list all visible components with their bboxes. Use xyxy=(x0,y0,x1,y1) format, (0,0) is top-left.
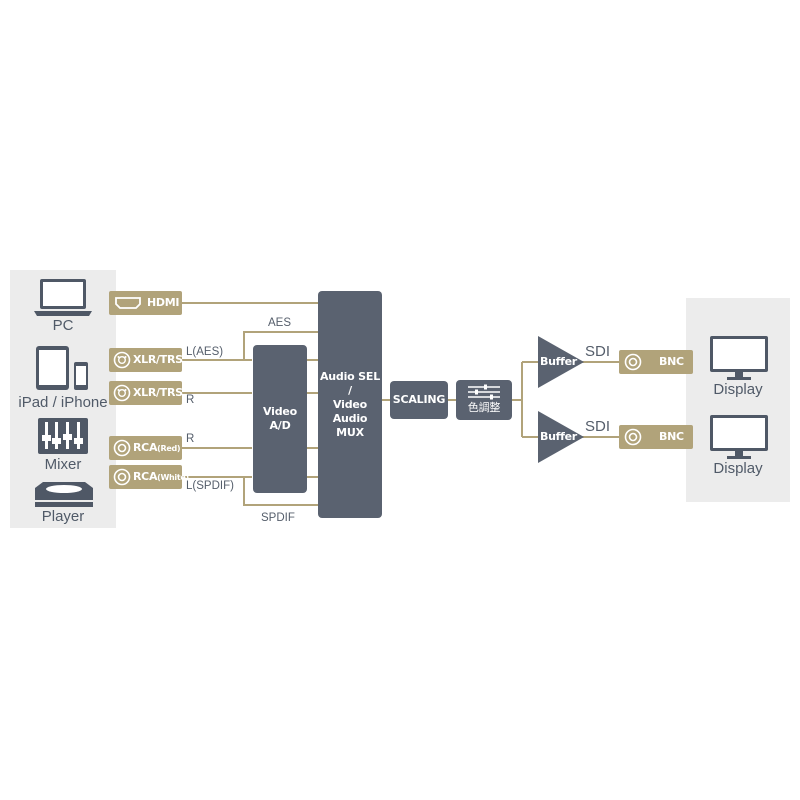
bnc-connector-1: BNC xyxy=(619,350,693,374)
disc-player-icon xyxy=(35,482,93,507)
color-adjust-block: 色調整 xyxy=(456,380,512,420)
buffer-2-triangle xyxy=(538,411,584,463)
buffer-1-triangle xyxy=(538,336,584,388)
xlr-trs-connector-2-label: XLR/TRS xyxy=(133,386,183,399)
bnc-connector-1-label: BNC xyxy=(659,355,684,368)
wire-aes xyxy=(243,331,319,360)
signal-label-r-2: R xyxy=(186,433,195,445)
signal-label-aes: AES xyxy=(268,317,292,329)
xlr-trs-connector-1: XLR/TRS xyxy=(109,348,183,372)
display-label-2: Display xyxy=(713,460,763,477)
monitor-icon xyxy=(710,336,768,380)
sdi-label-1: SDI xyxy=(585,343,611,360)
source-label-pc: PC xyxy=(52,317,74,334)
source-label-mixer: Mixer xyxy=(44,456,82,473)
buffer-2-label: Buffer xyxy=(540,430,577,443)
rca-port-icon xyxy=(113,439,131,457)
source-label-ipad-iphone: iPad / iPhone xyxy=(18,394,108,411)
signal-label-spdif: SPDIF xyxy=(261,512,295,524)
signal-label-l-spdif: L(SPDIF) xyxy=(186,480,234,492)
bnc-port-icon xyxy=(624,353,642,371)
rca-red-connector-label: RCA(Red) xyxy=(133,441,181,454)
bnc-port-icon xyxy=(624,428,642,446)
sliders-icon xyxy=(468,384,500,400)
xlr-port-icon xyxy=(113,384,131,402)
buffer-1-label: Buffer xyxy=(540,355,577,368)
laptop-icon xyxy=(34,279,92,316)
xlr-port-icon xyxy=(113,351,131,369)
rca-white-connector-label: RCA(White) xyxy=(133,470,189,483)
hdmi-connector-label: HDMI xyxy=(147,296,180,309)
scaling-block: SCALING xyxy=(390,381,448,419)
mixer-icon xyxy=(38,418,88,454)
monitor-icon xyxy=(710,415,768,459)
bnc-connector-2-label: BNC xyxy=(659,430,684,443)
signal-label-r-1: R xyxy=(186,394,195,406)
signal-label-l-aes: L(AES) xyxy=(186,346,224,358)
sdi-label-2: SDI xyxy=(585,418,611,435)
xlr-trs-connector-1-label: XLR/TRS xyxy=(133,353,183,366)
display-label-1: Display xyxy=(713,381,763,398)
hdmi-connector: HDMI xyxy=(109,291,182,315)
source-label-player: Player xyxy=(41,508,85,525)
bnc-connector-2: BNC xyxy=(619,425,693,449)
rca-port-icon xyxy=(113,468,131,486)
wire-spdif xyxy=(243,477,319,506)
tablet-phone-icon xyxy=(36,346,88,390)
display-panel xyxy=(686,298,790,502)
xlr-trs-connector-2: XLR/TRS xyxy=(109,381,183,405)
rca-white-connector: RCA(White) xyxy=(109,465,189,489)
hdmi-port-icon xyxy=(115,297,141,309)
rca-red-connector: RCA(Red) xyxy=(109,436,182,460)
